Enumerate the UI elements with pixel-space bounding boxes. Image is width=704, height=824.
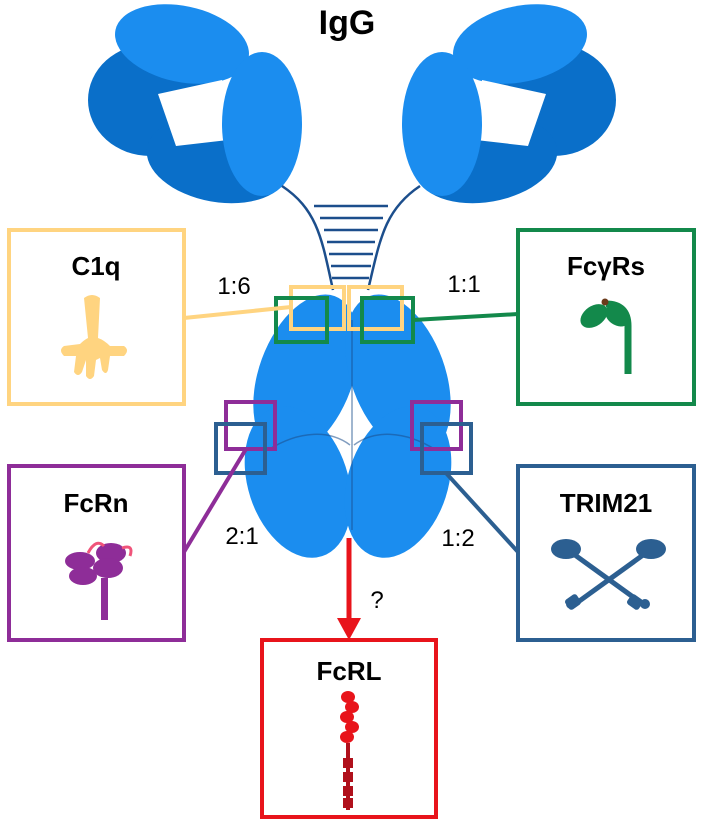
fc-region [244,294,452,558]
fab-left-domain-inner [222,52,302,196]
ratio-fcgr: 1:1 [447,271,480,298]
arrowhead [337,618,361,640]
fcrn-connector [182,447,248,554]
receptor-box-fcrn: FcRn [7,464,186,642]
receptor-box-fcgr: FcγRs [516,228,696,406]
hinge-left-chain [281,184,335,291]
fcrl-icon [340,691,359,810]
c1q-site-right [347,285,404,331]
ratio-trim21: 1:2 [441,525,474,552]
ratio-fcrl: ? [370,587,383,614]
fab-arm-left [88,4,302,204]
fab-left-gap [158,80,228,146]
fab-right-domain-top [453,4,587,84]
trim21-icon [551,539,666,610]
trim21-label: TRIM21 [560,488,652,518]
fcrl-arrow [337,538,361,640]
c1q-icon [61,295,127,379]
fab-arm-right [402,4,616,204]
fcgr-label: FcγRs [567,251,645,281]
hinge-region [281,184,421,291]
trim21-connector [444,471,520,554]
fcrn-icon [65,541,133,620]
fcgr-site-left [274,296,329,344]
receptor-box-fcrl: FcRL [260,638,438,819]
igg-antibody [88,4,616,558]
trim21-site-left [214,422,267,475]
fab-right-domain-inner [402,52,482,196]
receptor-box-trim21: TRIM21 [516,464,696,642]
ratio-fcrn: 2:1 [225,523,258,550]
c1q-connector [183,305,292,320]
fcgr-icon [580,298,632,374]
fc-ch3-left [244,406,352,558]
hinge-right-chain [366,184,421,291]
fcrn-label: FcRn [64,488,129,518]
receptor-box-c1q: C1q [7,228,186,406]
fcgr-connector [412,312,519,322]
fab-right-gap [476,80,546,146]
c1q-label: C1q [71,251,120,281]
fab-left-domain-top [115,4,249,84]
fcrl-label: FcRL [317,656,382,686]
diagram-title: IgG [319,4,376,42]
ratio-c1q: 1:6 [217,273,250,300]
connector-lines [182,305,520,554]
disulfide-bonds [314,204,388,280]
